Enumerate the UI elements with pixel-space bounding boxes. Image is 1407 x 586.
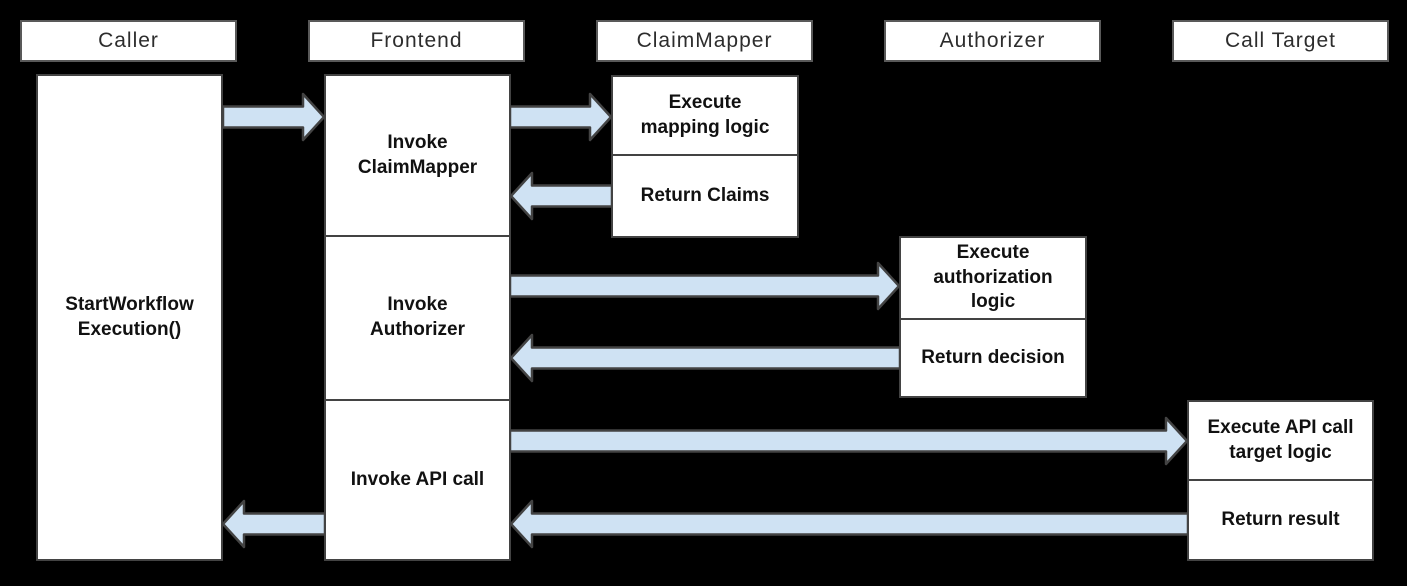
arrow-caller-to-frontend [222,92,326,142]
arrow-frontend-to-calltarget [509,416,1189,466]
arrow-frontend-to-claimmapper [509,92,613,142]
arrow-frontend-to-caller [221,499,326,549]
lifeline-authorizer: Authorizer [884,20,1101,62]
activation-frontend: Invoke ClaimMapper Invoke Authorizer Inv… [324,74,511,561]
arrow-calltarget-to-frontend [509,499,1189,549]
step-return-claims: Return Claims [613,154,797,236]
lifeline-caller: Caller [20,20,237,62]
lifeline-claimmapper: ClaimMapper [596,20,813,62]
arrow-frontend-to-authorizer [509,261,901,311]
activation-calltarget: Execute API call target logic Return res… [1187,400,1374,561]
arrow-authorizer-to-frontend [509,333,901,383]
step-invoke-api-call: Invoke API call [326,399,509,559]
lifeline-calltarget: Call Target [1172,20,1389,62]
lifeline-frontend: Frontend [308,20,525,62]
activation-caller: StartWorkflow Execution() [36,74,223,561]
step-execute-authorization-logic: Execute authorization logic [933,241,1053,313]
arrow-claimmapper-to-frontend [509,171,613,221]
step-invoke-claimmapper: Invoke ClaimMapper [357,131,478,178]
step-return-result: Return result [1189,479,1372,559]
step-startworkflow-execution: StartWorkflow Execution() [65,293,194,340]
activation-authorizer: Execute authorization logic Return decis… [899,236,1087,398]
step-return-decision: Return decision [901,318,1085,396]
step-execute-mapping-logic: Execute mapping logic [640,91,770,138]
step-execute-api-call-target-logic: Execute API call target logic [1207,416,1354,463]
activation-claimmapper: Execute mapping logic Return Claims [611,75,799,238]
step-invoke-authorizer: Invoke Authorizer [326,235,509,399]
